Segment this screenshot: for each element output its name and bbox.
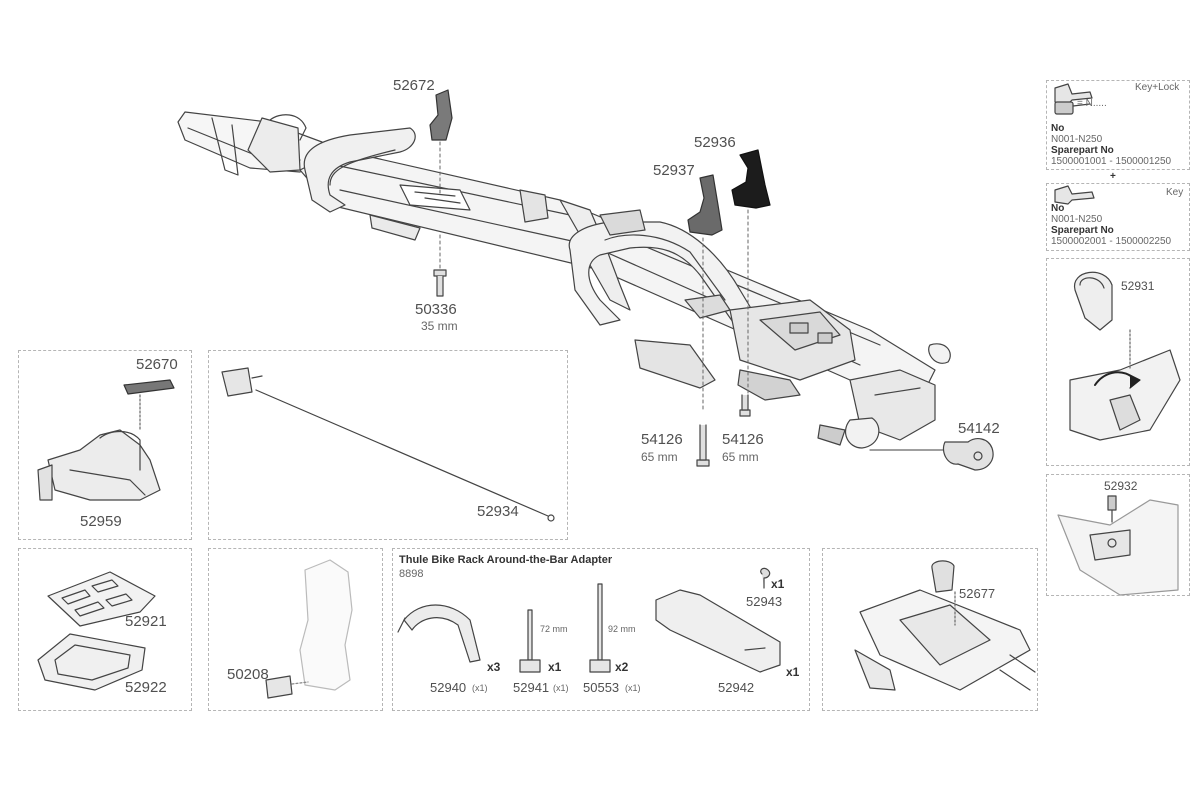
bike-carrier-drawing xyxy=(177,111,951,449)
qty-52943: x1 xyxy=(771,577,785,591)
key-lock-equals: = N..... xyxy=(1077,98,1107,109)
part-number-52677: 52677 xyxy=(959,586,996,601)
part-52936-drawing xyxy=(731,149,771,209)
panel-cable xyxy=(208,350,568,540)
arm-drawing xyxy=(265,559,353,699)
qty-52941: x1 xyxy=(548,660,562,674)
key-no-range: N001-N250 xyxy=(1051,214,1103,225)
note-52941: (x1) xyxy=(553,683,569,693)
panel-52931 xyxy=(1046,258,1190,466)
panel-plates xyxy=(18,548,192,711)
part-number-52672: 52672 xyxy=(393,77,435,94)
part-number-52922: 52922 xyxy=(125,679,167,696)
adapter-title: Thule Bike Rack Around-the-Bar Adapter xyxy=(399,554,613,566)
part-number-52921: 52921 xyxy=(125,613,167,630)
part-number-52936: 52936 xyxy=(694,134,736,151)
key-spare-range: 1500002001 - 1500002250 xyxy=(1051,236,1172,247)
part-number-52959: 52959 xyxy=(80,513,122,530)
adapter-drawing xyxy=(397,567,781,673)
qty-52942: x1 xyxy=(786,665,800,679)
panel-wheel-holder xyxy=(18,350,192,540)
length-52941: 72 mm xyxy=(540,624,568,634)
key-lock-spare-label: Sparepart No xyxy=(1051,145,1114,156)
key-spare-label: Sparepart No xyxy=(1051,225,1114,236)
keys-drawing xyxy=(1054,83,1095,205)
panel-arm xyxy=(208,548,383,711)
panel-mount xyxy=(822,548,1038,711)
plus-sign: + xyxy=(1110,171,1116,182)
part-number-52670: 52670 xyxy=(136,356,178,373)
part-number-52941: 52941 xyxy=(513,680,550,695)
length-54126-b: 65 mm xyxy=(722,450,759,464)
panel-adapter xyxy=(392,548,810,711)
part-52937-drawing xyxy=(687,174,723,236)
part-number-52932: 52932 xyxy=(1104,479,1138,493)
plates-drawing xyxy=(37,571,156,691)
panel-52932 xyxy=(1046,474,1190,596)
note-50553: (x1) xyxy=(625,683,641,693)
key-lock-no-label: No xyxy=(1051,123,1065,134)
part-number-52931: 52931 xyxy=(1121,279,1155,293)
part-52672-drawing xyxy=(429,89,453,141)
part-number-50208: 50208 xyxy=(227,666,269,683)
clamp-52931-drawing xyxy=(1069,271,1181,441)
adapter-code: 8898 xyxy=(399,568,424,580)
screw-50336-drawing xyxy=(433,269,447,297)
part-number-52943: 52943 xyxy=(746,594,783,609)
part-number-52942: 52942 xyxy=(718,680,755,695)
key-no-label: No xyxy=(1051,203,1065,214)
length-54126-a: 65 mm xyxy=(641,450,678,464)
qty-50553: x2 xyxy=(615,660,629,674)
note-52940: (x1) xyxy=(472,683,488,693)
length-50553: 92 mm xyxy=(608,624,636,634)
panel-key-lock xyxy=(1046,80,1190,170)
part-number-50336: 50336 xyxy=(415,301,457,318)
key-lock-spare-range: 1500001001 - 1500001250 xyxy=(1051,156,1172,167)
part-number-54126-a: 54126 xyxy=(641,431,683,448)
part-number-54142: 54142 xyxy=(958,420,1000,437)
cable-drawing xyxy=(221,367,555,522)
part-number-54126-b: 54126 xyxy=(722,431,764,448)
mount-drawing xyxy=(854,560,1036,691)
panel-key xyxy=(1046,183,1190,251)
part-number-52934: 52934 xyxy=(477,503,519,520)
part-number-52940: 52940 xyxy=(430,680,467,695)
qty-52940: x3 xyxy=(487,660,501,674)
part-number-50553: 50553 xyxy=(583,680,620,695)
key-lock-no-range: N001-N250 xyxy=(1051,134,1103,145)
key-title: Key xyxy=(1166,187,1184,198)
length-50336: 35 mm xyxy=(421,319,458,333)
wheel-holder-drawing xyxy=(37,379,175,501)
key-lock-title: Key+Lock xyxy=(1135,82,1180,93)
part-number-52937: 52937 xyxy=(653,162,695,179)
clamp-52932-drawing xyxy=(1057,495,1179,596)
